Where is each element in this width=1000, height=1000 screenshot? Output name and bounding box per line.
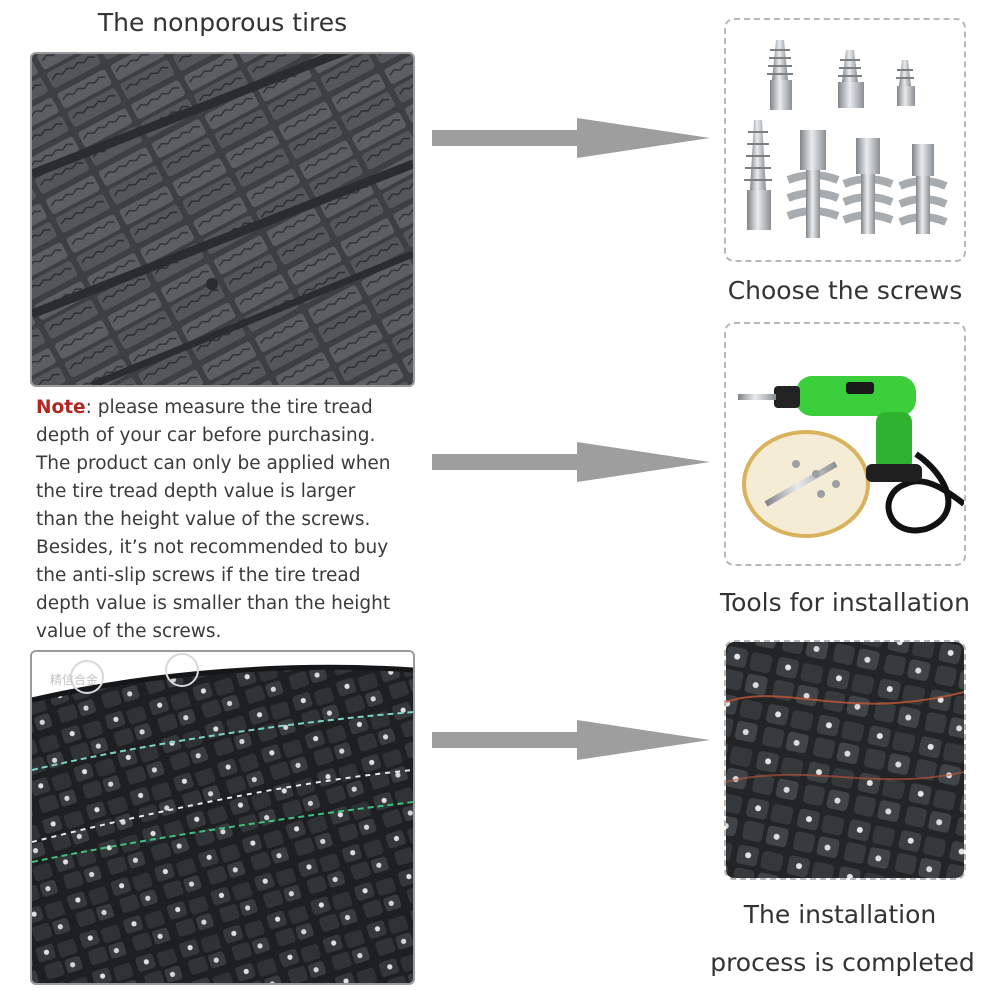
arrow-3 xyxy=(432,720,710,760)
top-caption: The nonporous tires xyxy=(97,8,348,37)
note-line-4: the tire tread depth value is larger xyxy=(36,481,356,502)
screw-3 xyxy=(896,60,915,106)
step-3-caption-line-1: The installation xyxy=(743,900,937,929)
drill-image-box xyxy=(724,322,966,566)
screw-2 xyxy=(838,50,864,108)
completed-tire-image xyxy=(726,642,964,878)
screws-image xyxy=(744,40,948,238)
note-line-7: the anti-slip screws if the tire tread xyxy=(36,565,361,586)
drill-image xyxy=(738,376,964,538)
note-line-8: depth value is smaller than the height xyxy=(36,593,391,614)
note-line-9: value of the screws. xyxy=(36,621,222,642)
studded-tire-photo: 精信合金 xyxy=(30,650,415,985)
step-2-caption: Tools for installation xyxy=(720,588,970,617)
arrow-1 xyxy=(432,118,710,158)
step-3-caption-line-2: process is completed xyxy=(710,948,975,977)
screw-5 xyxy=(786,130,840,238)
nonporous-tire-photo xyxy=(30,52,415,387)
step-1-caption: Choose the screws xyxy=(727,276,963,305)
watermark-text: 精信合金 xyxy=(50,672,98,687)
screws-image-box xyxy=(724,18,966,262)
tire-tread-image xyxy=(32,54,413,385)
screw-6 xyxy=(842,138,894,234)
note-line-2: depth of your car before purchasing. xyxy=(36,425,376,446)
note-line-5: than the height value of the screws. xyxy=(36,509,371,530)
arrow-2 xyxy=(432,442,710,482)
screw-1 xyxy=(767,40,793,110)
studded-tire-image: 精信合金 xyxy=(32,652,413,983)
completed-tire-image-box xyxy=(724,640,966,880)
note-label: Note xyxy=(36,397,86,418)
screw-7 xyxy=(898,144,948,234)
note-text: Note: please measure the tire tread dept… xyxy=(36,394,416,646)
screw-4 xyxy=(744,120,772,230)
note-line-3: The product can only be applied when xyxy=(36,453,391,474)
note-line-1: Note: please measure the tire tread xyxy=(36,397,373,418)
note-line-6: Besides, it’s not recommended to buy xyxy=(36,537,389,558)
